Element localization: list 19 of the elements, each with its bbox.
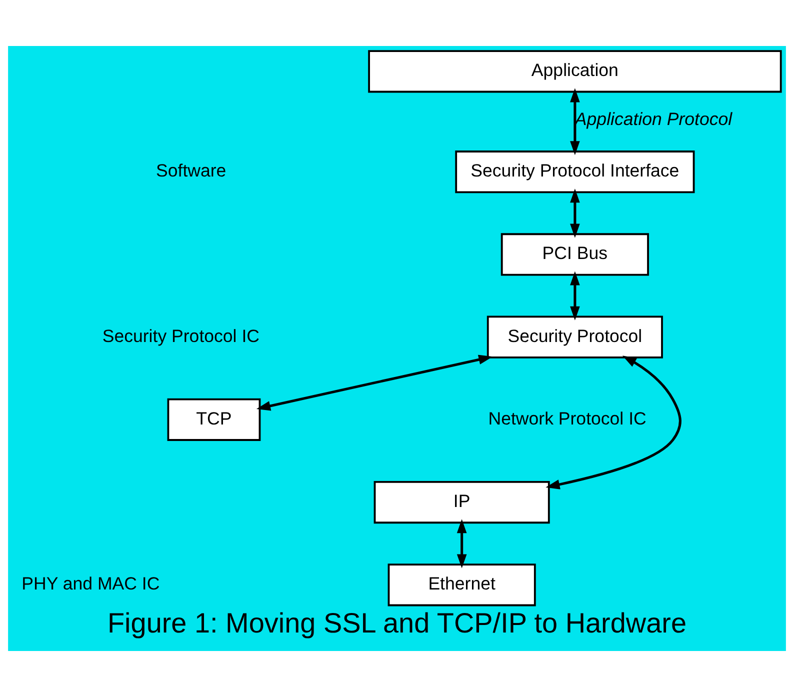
node-box: IP: [374, 480, 550, 524]
label: Network Protocol IC: [488, 408, 646, 428]
arrow: [570, 88, 580, 155]
arrow: [570, 270, 580, 320]
label: PHY and MAC IC: [22, 573, 160, 594]
label: Software: [156, 160, 226, 180]
node-box: Security Protocol Interface: [455, 150, 695, 193]
caption: Figure 1: Moving SSL and TCP/IP to Hardware: [107, 607, 687, 638]
arrow: [546, 355, 682, 489]
arrow: [256, 354, 493, 410]
node-box: Security Protocol: [486, 315, 663, 358]
arrow: [456, 518, 467, 568]
node-box: Ethernet: [388, 563, 536, 606]
node-box: PCI Bus: [500, 232, 649, 276]
label: Security Protocol IC: [102, 325, 260, 346]
edge-label: Application Protocol: [574, 108, 732, 129]
node-box: Application: [368, 50, 782, 92]
arrow: [570, 188, 580, 238]
node-box: TCP: [167, 398, 261, 440]
